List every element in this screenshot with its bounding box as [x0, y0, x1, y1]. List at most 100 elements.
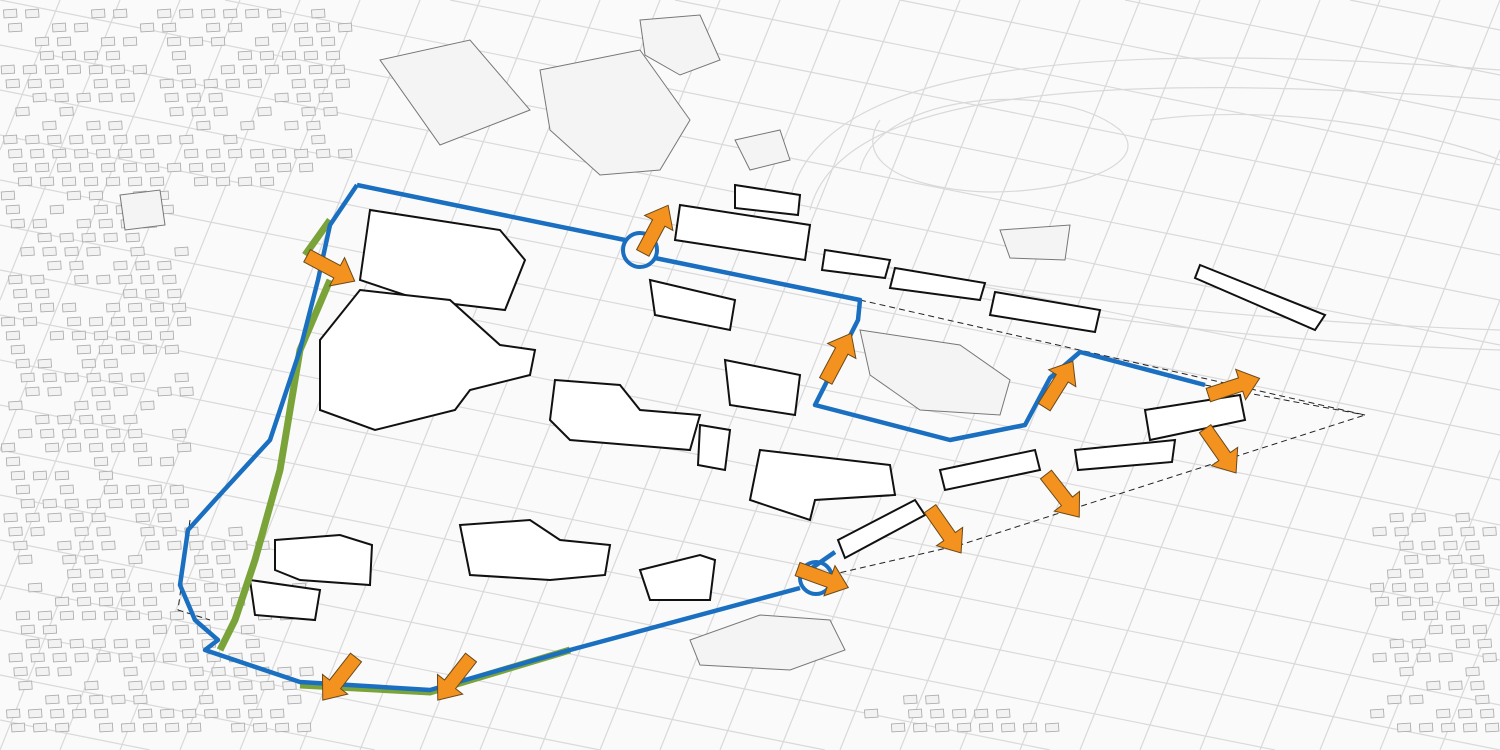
orange-arrow-icon [1039, 469, 1081, 518]
house [316, 148, 331, 159]
house [118, 652, 133, 663]
house [39, 176, 55, 187]
house [122, 36, 138, 47]
building [938, 448, 1042, 492]
house [105, 50, 121, 61]
house [113, 134, 128, 145]
house [25, 638, 40, 649]
house [1389, 512, 1404, 523]
building [836, 498, 927, 560]
house [194, 680, 209, 691]
house [250, 148, 265, 159]
house [223, 8, 238, 19]
house [1369, 582, 1385, 593]
house [952, 708, 967, 719]
gateway-circle [621, 231, 659, 269]
house [315, 22, 331, 33]
house [1418, 596, 1434, 607]
house [86, 372, 101, 383]
house [188, 36, 204, 47]
house [96, 526, 111, 537]
house [159, 78, 174, 89]
house [49, 204, 65, 215]
house [73, 22, 89, 33]
house [174, 372, 189, 383]
house [320, 36, 336, 47]
house [115, 582, 131, 593]
house [127, 302, 143, 313]
house [61, 302, 77, 313]
house [98, 596, 114, 607]
house [59, 232, 74, 243]
orange-arrow-icon [303, 248, 356, 287]
house [40, 428, 55, 439]
house [122, 162, 138, 173]
house [1044, 722, 1060, 733]
house [181, 78, 196, 89]
house [145, 288, 160, 299]
house [243, 694, 258, 705]
house [101, 414, 116, 425]
house [934, 722, 950, 733]
house [10, 722, 26, 733]
orange-arrow-icon [436, 652, 478, 701]
house [93, 78, 108, 89]
house [228, 148, 243, 159]
house [1394, 652, 1409, 663]
house [132, 64, 148, 75]
building [648, 278, 737, 332]
house [59, 484, 75, 495]
house [61, 50, 77, 61]
street [539, 0, 841, 750]
house [72, 708, 87, 719]
house [189, 540, 204, 551]
house [1387, 568, 1402, 579]
house [164, 344, 180, 355]
house [286, 64, 302, 75]
house [237, 50, 253, 61]
house [1470, 680, 1485, 691]
house [135, 638, 150, 649]
house [1480, 708, 1495, 719]
house [160, 708, 175, 719]
house [10, 344, 26, 355]
house [147, 484, 163, 495]
house [49, 78, 64, 89]
house [176, 442, 192, 453]
house [199, 568, 214, 579]
house [1389, 638, 1404, 649]
house [159, 330, 175, 341]
house [301, 106, 316, 117]
street [1124, 0, 1500, 76]
house [74, 400, 89, 411]
house [15, 610, 31, 621]
house [28, 708, 43, 719]
house [51, 22, 67, 33]
house [44, 64, 60, 75]
house [103, 610, 119, 621]
house [1479, 582, 1495, 593]
house [8, 274, 23, 285]
house [335, 78, 350, 89]
house [240, 120, 255, 131]
house [54, 596, 70, 607]
house [108, 498, 123, 509]
house [281, 50, 297, 61]
house [3, 512, 18, 523]
house [154, 316, 170, 327]
house [176, 316, 192, 327]
house [125, 610, 141, 621]
house [130, 372, 145, 383]
house [96, 400, 111, 411]
house [172, 428, 187, 439]
house [1440, 722, 1456, 733]
house [76, 596, 92, 607]
street [0, 179, 1500, 481]
house [135, 260, 150, 271]
house [1372, 526, 1387, 537]
house [106, 428, 121, 439]
house [5, 456, 21, 467]
house [132, 442, 148, 453]
house [206, 148, 221, 159]
